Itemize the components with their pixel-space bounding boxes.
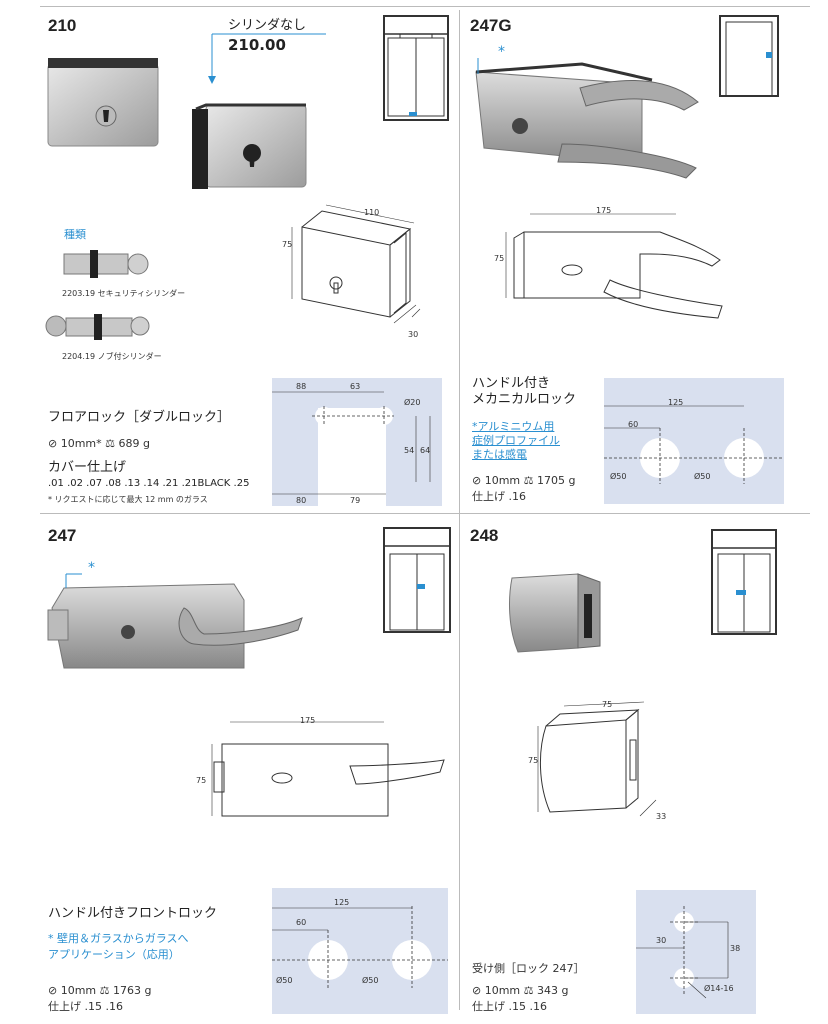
cutout-panel-248 [636,890,756,1014]
cover-finish-title: カバー仕上げ [48,460,127,475]
variant-2-label: 2204.19 ノブ付シリンダー [62,352,162,361]
weight: 343 g [537,984,569,997]
glass-thickness-icon: ⊘ [48,984,58,997]
spec-row-247g: ⊘ 10mm ⚖ 1705 g [472,474,576,488]
cut-dim-b-247: 60 [296,918,307,927]
note-247g-1: *アルミニウム用 [472,420,555,433]
price: 210.00 [228,36,286,54]
dim-width-210: 110 [364,208,380,217]
asterisk-247g: * [498,44,505,60]
cut-dim-a-247: 125 [334,898,350,907]
lock-247g-photo [475,58,699,179]
product-name-210: フロアロック［ダブルロック］ [48,410,231,425]
cut-dim-d-247g: Ø50 [694,472,711,481]
glass-thickness: 10mm* [60,437,102,450]
weight: 1763 g [113,984,152,997]
variant-1-label: 2203.19 セキュリティシリンダー [62,289,186,298]
cut-dim-e-210: 64 [420,446,431,455]
glass-thickness-icon: ⊘ [48,437,58,450]
cut-dim-b-247g: 60 [628,420,639,429]
cut-dim-b-248: 38 [730,944,741,953]
spec-row-247: ⊘ 10mm ⚖ 1763 g [48,984,152,998]
cutout-drawing-247g [604,405,784,484]
finish-codes-210: .01 .02 .07 .08 .13 .14 .21 .21BLACK .25 [48,478,250,489]
cut-dim-g-210: 79 [350,496,361,505]
door-diagram-247 [383,527,451,633]
lock-210-photo-front [47,58,159,147]
variants-title: 種類 [64,228,86,241]
lock-210-photo-angle [192,103,307,189]
dim-height-248: 75 [528,756,539,765]
product-name-248: 受け側［ロック 247］ [472,962,585,975]
cut-dim-b-210: 63 [350,382,361,391]
cut-dim-c-248: Ø14-16 [704,984,734,993]
dim-height-247: 75 [196,776,207,785]
door-diagram-248 [711,529,777,635]
footnote-210: * リクエストに応じて最大 12 mm のガラス [48,495,208,504]
asterisk-247: * [88,560,95,576]
spec-row-210: ⊘ 10mm* ⚖ 689 g [48,437,150,451]
lock-247g-dimension-drawing [505,213,723,319]
middle-rule [40,513,810,514]
strike-248-dimension-drawing [537,701,657,817]
door-diagram-210 [383,15,449,121]
cut-dim-c-247g: Ø50 [610,472,627,481]
weight: 1705 g [537,474,576,487]
dim-depth-210: 30 [408,330,419,339]
name-247g-line1: ハンドル付き [472,376,551,391]
product-code-248: 248 [470,526,499,545]
spec-row-248: ⊘ 10mm ⚖ 343 g [472,984,569,998]
dim-height-210: 75 [282,240,293,249]
glass-thickness: 10mm [60,984,97,997]
door-diagram-247g [719,15,779,97]
product-name-247: ハンドル付きフロントロック [48,906,218,921]
lock-247-photo [47,573,303,669]
top-rule [40,6,810,7]
cut-dim-f-210: 80 [296,496,307,505]
cut-dim-a-247g: 125 [668,398,684,407]
cut-dim-d-210: 54 [404,446,415,455]
product-code-247g: 247G [470,16,512,35]
product-code-247: 247 [48,526,77,545]
cutout-drawing-210 [272,391,431,506]
cylinder-knob-image [45,314,150,340]
cut-dim-a-248: 30 [656,936,667,945]
weight-icon: ⚖ [523,984,534,997]
cylinder-security-image [63,250,149,278]
glass-thickness: 10mm [484,474,521,487]
product-code-210: 210 [48,16,77,35]
note-247g-3: または感電 [472,448,527,461]
cut-dim-c-210: Ø20 [404,398,421,407]
weight-icon: ⚖ [99,984,110,997]
name-247g-line2: メカニカルロック [472,392,577,407]
price-label: シリンダなし [228,18,307,33]
cut-dim-d-247: Ø50 [362,976,379,985]
cut-dim-c-247: Ø50 [276,976,293,985]
cutout-drawing-247 [272,906,448,988]
note-247g-2: 症例プロファイル [472,434,560,447]
note-247-1: * 壁用＆ガラスからガラスへ [48,932,189,945]
glass-thickness-icon: ⊘ [472,474,482,487]
cut-dim-a-210: 88 [296,382,307,391]
note-247-2: アプリケーション（応用） [48,948,180,961]
glass-thickness-icon: ⊘ [472,984,482,997]
dim-width-247: 175 [300,716,316,725]
lock-247-dimension-drawing [211,721,445,817]
weight: 689 g [118,437,151,450]
lock-210-dimension-drawing [291,204,421,324]
center-divider [459,10,460,1010]
cutout-drawing-248 [636,906,729,999]
dim-height-247g: 75 [494,254,505,263]
glass-thickness: 10mm [484,984,521,997]
finish-248: 仕上げ .15 .16 [472,1000,547,1013]
finish-247: 仕上げ .15 .16 [48,1000,123,1013]
finish-247g: 仕上げ .16 [472,490,526,503]
strike-248-photo [509,573,601,653]
dim-width-248: 75 [602,700,613,709]
weight-icon: ⚖ [105,437,116,450]
weight-icon: ⚖ [523,474,534,487]
dim-depth-248: 33 [656,812,667,821]
dim-width-247g: 175 [596,206,612,215]
